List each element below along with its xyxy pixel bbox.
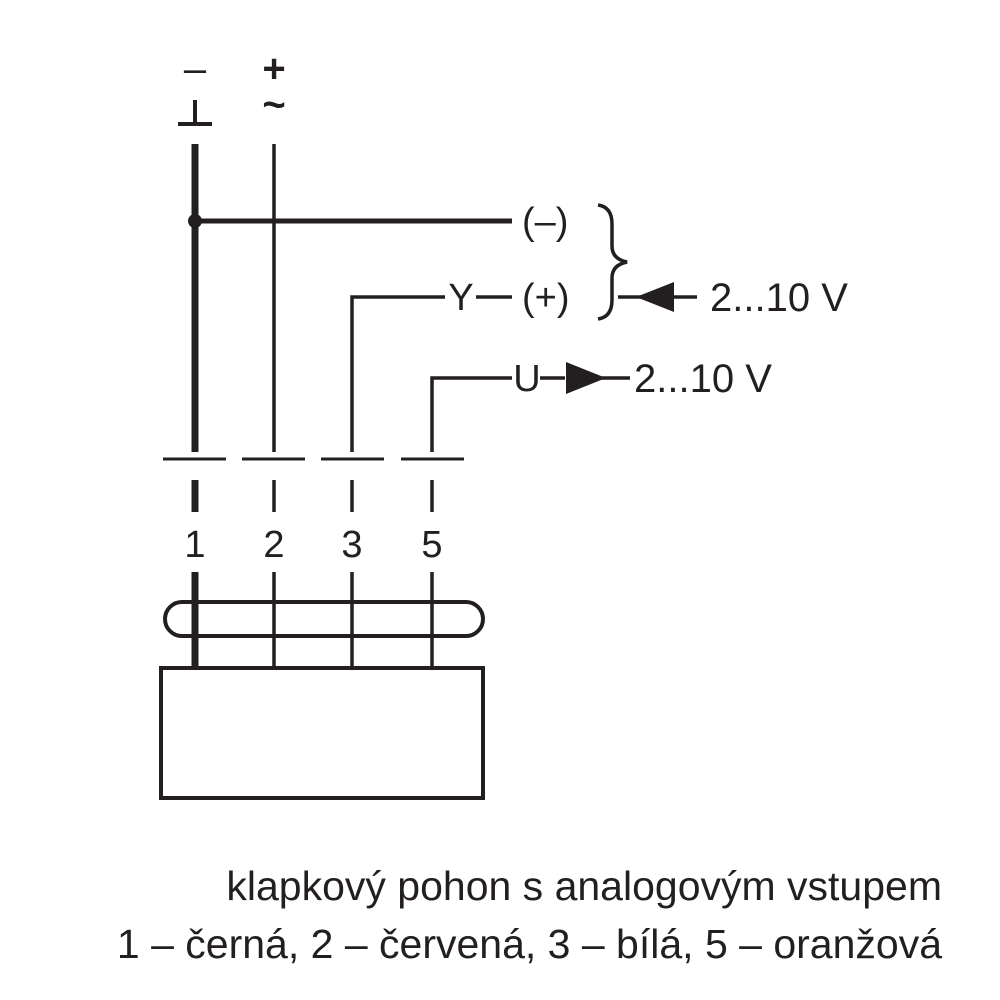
wire-3 <box>350 295 445 452</box>
ac-label: ~ <box>262 83 285 127</box>
terminal-label-1: 1 <box>184 524 205 566</box>
output-arrow-head <box>566 362 606 394</box>
terminal-label-3: 3 <box>341 524 362 566</box>
signal-brace <box>597 203 628 321</box>
plus-label: + <box>262 47 285 91</box>
input-arrow-head <box>636 282 674 312</box>
junction-dot <box>188 214 202 228</box>
u-signal-label: U <box>513 358 540 400</box>
neg-signal-label: (–) <box>522 201 568 243</box>
y-signal-label: Y <box>448 277 473 319</box>
caption-title: klapkový pohon s analogovým vstupem <box>226 863 942 909</box>
pos-signal-label: (+) <box>522 277 570 319</box>
wire-5 <box>430 376 512 452</box>
terminal-label-2: 2 <box>263 524 284 566</box>
input-voltage-label: 2...10 V <box>710 276 848 320</box>
terminal-label-5: 5 <box>421 524 442 566</box>
cable-sheath <box>163 600 485 638</box>
minus-label: – <box>184 47 207 91</box>
output-voltage-label: 2...10 V <box>634 357 772 401</box>
actuator-body <box>159 666 485 800</box>
caption-color-legend: 1 – černá, 2 – červená, 3 – bílá, 5 – or… <box>116 921 942 967</box>
